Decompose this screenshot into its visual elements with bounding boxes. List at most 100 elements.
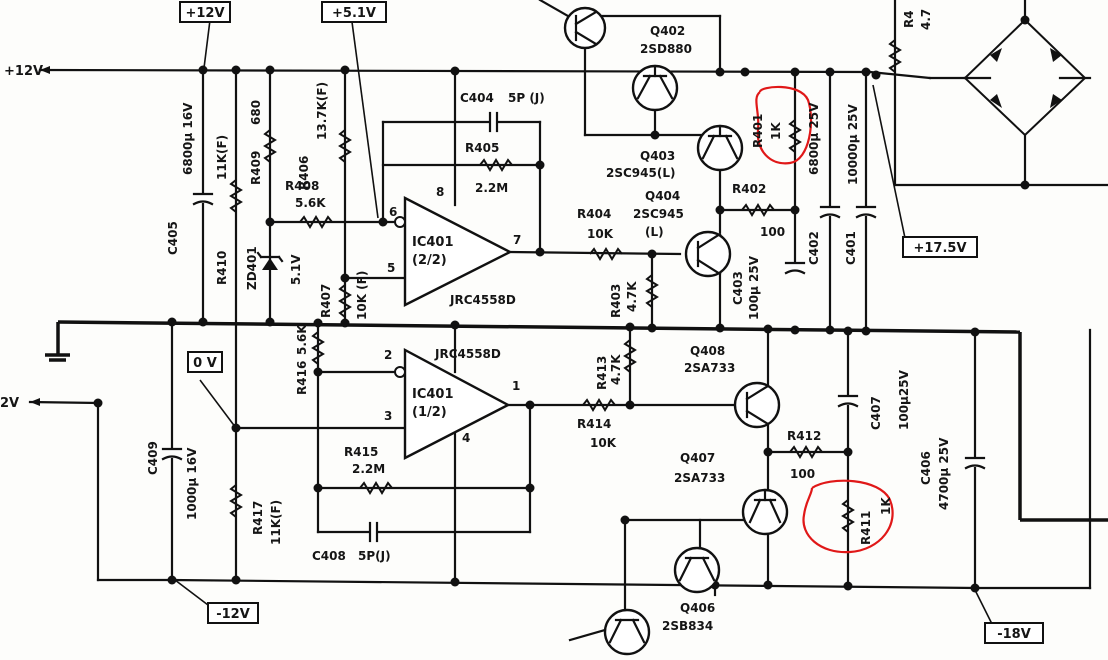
zd401-value: 5.1V [289,254,303,285]
c402-ref: C402 [807,231,821,265]
ic-upper-pin6: 6 [389,205,397,219]
ic-upper-pin7: 7 [513,233,521,247]
edge-label-top: +12V [4,64,43,79]
ic-labels: IC401 (2/2) JRC4558D 6 5 7 8 IC401 (1/2)… [384,185,521,445]
q407-ref: Q407 [680,451,715,465]
c408-ref: C408 [312,549,346,563]
r409-ref: R409 [249,151,263,185]
r408-symbol [299,215,333,229]
horizontal-labels: C404 5P (J) R405 2.2M R408 5.6K R404 10K… [285,91,821,563]
q407-symbol [741,488,789,536]
r415-symbol [359,481,393,495]
r416-ref: R416 [295,361,309,395]
r413-ref: R413 [595,356,609,390]
ic-lower-part: JRC4558D [434,347,501,361]
q403-ref: Q403 [640,149,675,163]
r414-value: 10K [590,436,617,450]
ic-lower-unit: (1/2) [412,405,447,420]
r417-symbol [229,484,243,518]
q408-ref: Q408 [690,344,725,358]
resistor-symbols [229,39,902,533]
c409-ref: C409 [146,441,160,475]
q403-symbol [696,124,744,172]
r410-ref: R410 [215,251,229,285]
opamp-upper [394,196,513,307]
q407-part: 2SA733 [674,471,725,485]
q402-ref: Q402 [650,24,685,38]
opamp-lower [394,347,511,460]
rail-label-p5-1: +5.1V [332,6,376,21]
c403-value: 100µ 25V [747,255,761,320]
r402-ref: R402 [732,182,766,196]
r406-ref: R406 [297,156,311,190]
zener-diode-zd401 [256,251,284,270]
r411-ref: R411 [859,511,873,545]
r406-value: 13.7K(F) [315,82,329,140]
rail-label-p17-5: +17.5V [913,241,966,256]
ic-lower-pin1: 1 [512,379,520,393]
c402-symbol [819,205,841,219]
rail-box-m12 [207,602,259,624]
rail-box-p12 [179,1,231,23]
c406-ref: C406 [919,451,933,485]
ic-upper-pin8: 8 [436,185,444,199]
c405-ref: C405 [166,221,180,255]
r404-ref: R404 [577,207,611,221]
zd401-ref: ZD401 [245,246,259,290]
c405-value: 6800µ 16V [181,102,195,175]
c401-ref: C401 [844,231,858,265]
rail-label-m18: -18V [997,627,1031,642]
r4xx-symbol [888,39,902,73]
r405-symbol [479,158,513,172]
rail-box-p17-5 [902,236,978,258]
r417-ref: R417 [251,501,265,535]
r401-value: 1K [769,122,783,140]
ic-upper-part: JRC4558D [449,293,516,307]
r417-value: 11K(F) [269,500,283,545]
c409-symbol [161,447,183,461]
c409-value: 1000µ 16V [185,447,199,520]
r412-ref: R412 [787,429,821,443]
transistor-symbols [563,6,789,656]
r404-symbol [589,247,623,261]
c407-value: 100µ25V [897,369,911,430]
transistor-labels: Q402 2SD880 Q403 2SC945(L) Q404 2SC945 (… [606,24,735,633]
r416-value: 5.6K [295,324,309,355]
c403-symbol [784,261,806,275]
r413-value: 4.7K [609,354,623,385]
c405-symbol [192,192,214,206]
r405-ref: R405 [465,141,499,155]
r407-ref: R407 [319,284,333,318]
partial-value-top: 4.7 [919,9,933,30]
q406-symbol [673,546,721,594]
rail-box-zero [187,351,223,373]
rail-label-m12: -12V [216,607,250,622]
r408-ref: R408 [285,179,319,193]
r413-symbol [623,339,637,373]
q404-symbol [684,230,732,278]
r414-ref: R414 [577,417,611,431]
ic-upper-ref: IC401 [412,235,454,250]
r406-symbol [338,129,352,163]
c407-ref: C407 [869,396,883,430]
junction-dots [93,15,1030,593]
r403-symbol [645,274,659,308]
c406-value: 4700µ 25V [937,437,951,510]
c402-value: 6800µ 25V [807,102,821,175]
vertical-labels: C405 6800µ 16V R410 11K(F) R409 680 ZD40… [146,9,951,545]
r412-symbol [789,445,823,459]
q406-ref: Q406 [680,601,715,615]
r407-value: 10K (F) [355,271,369,320]
c401-value: 10000µ 25V [846,104,860,185]
r401-symbol [788,119,802,153]
rail-box-p5-1 [321,1,387,23]
q408-part: 2SA733 [684,361,735,375]
edge-label-mid: 2V [0,396,19,411]
q403-part: 2SC945(L) [606,166,675,180]
ic-upper-pin5: 5 [387,261,395,275]
r403-value: 4.7K [625,281,639,312]
r405-value: 2.2M [475,181,508,195]
partial-ref-top: R4 [902,10,916,28]
r415-ref: R415 [344,445,378,459]
